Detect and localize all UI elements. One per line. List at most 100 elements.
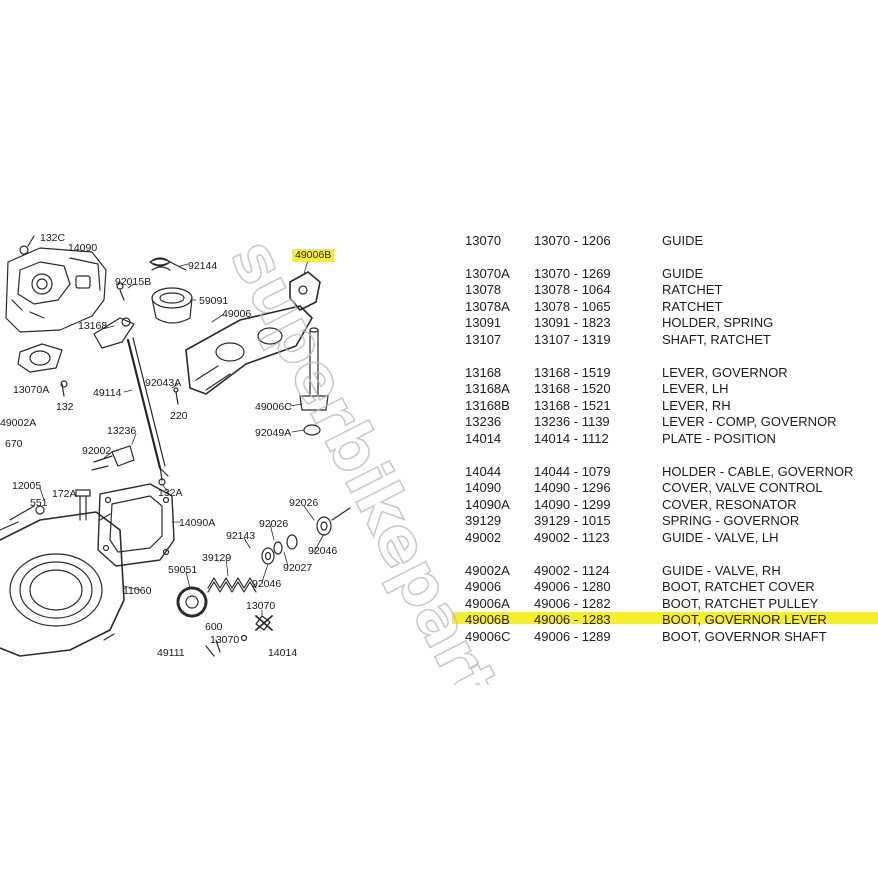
callout-39129: 39129 xyxy=(202,552,232,564)
callout-14090a: 14090A xyxy=(179,517,216,529)
callout-670: 670 xyxy=(5,438,23,450)
callout-220: 220 xyxy=(170,410,188,422)
parts-group: 49002A 49002 - 1124 GUIDE - VALVE, RH 49006… xyxy=(452,562,878,646)
part-number: 49006 - 1283 xyxy=(534,612,611,628)
part-description: COVER, RESONATOR xyxy=(662,496,797,512)
part-description: GUIDE - VALVE, LH xyxy=(662,529,779,545)
callout-13070: 13070 xyxy=(210,634,240,646)
boot-governor-lever xyxy=(289,271,321,311)
part-description: RATCHET xyxy=(662,298,723,314)
part-number: 13078 - 1064 xyxy=(534,282,611,298)
part-description: HOLDER - CABLE, GOVERNOR xyxy=(662,463,854,479)
ratchet-cover xyxy=(185,305,313,395)
part-number: 13070 - 1269 xyxy=(534,265,611,281)
callout-92026: 92026 xyxy=(259,518,289,530)
part-description: LEVER - COMP, GOVERNOR xyxy=(662,414,837,430)
part-number: 14014 - 1112 xyxy=(534,430,609,446)
part-description: GUIDE - VALVE, RH xyxy=(662,562,781,578)
part-description: BOOT, GOVERNOR LEVER xyxy=(662,612,827,628)
part-description: BOOT, RATCHET COVER xyxy=(662,579,815,595)
callout-13236: 13236 xyxy=(107,425,137,437)
ref-number: 14044 xyxy=(465,463,502,479)
part-description: GUIDE xyxy=(662,265,704,281)
part-description: BOOT, RATCHET PULLEY xyxy=(662,595,819,611)
part-number: 13168 - 1519 xyxy=(534,364,611,380)
callout-12005: 12005 xyxy=(12,480,42,492)
ref-number: 49006B xyxy=(465,612,510,628)
cylinder-block xyxy=(0,505,125,657)
part-description: SPRING - GOVERNOR xyxy=(662,513,800,529)
callout-14014: 14014 xyxy=(268,647,298,659)
callout-49006: 49006 xyxy=(222,308,252,320)
gasket-plate xyxy=(17,343,68,397)
ref-number: 49002 xyxy=(465,529,502,545)
part-number: 14090 - 1299 xyxy=(534,496,611,512)
part-number: 13078 - 1065 xyxy=(534,298,611,314)
part-description: LEVER, GOVERNOR xyxy=(662,364,788,380)
ref-number: 13078A xyxy=(465,298,510,314)
part-description: COVER, VALVE CONTROL xyxy=(662,480,823,496)
part-description: LEVER, RH xyxy=(662,397,731,413)
ref-number: 49002A xyxy=(465,562,510,578)
lever-comp-governor xyxy=(91,445,166,486)
cylinder-head-housing xyxy=(5,235,107,333)
part-number: 14090 - 1296 xyxy=(534,480,611,496)
callout-49006c: 49006C xyxy=(255,401,292,413)
highlighted-part-row: 49006B 49006 - 1283 BOOT, GOVERNOR LEVER xyxy=(452,612,878,629)
ref-number: 13168A xyxy=(465,381,510,397)
callout-92046: 92046 xyxy=(252,578,282,590)
callout-13070a: 13070A xyxy=(13,384,50,396)
part-row: 13168A 13168 - 1520 LEVER, LH xyxy=(452,381,872,398)
callout-92015b: 92015B xyxy=(115,276,152,288)
callout-92026: 92026 xyxy=(289,497,319,509)
part-description: LEVER, LH xyxy=(662,381,729,397)
part-number: 13168 - 1520 xyxy=(534,381,611,397)
callout-49002a: 49002A xyxy=(0,417,37,429)
boot-governor-shaft xyxy=(299,327,329,436)
callout-49114: 49114 xyxy=(93,387,122,399)
ref-number: 14090 xyxy=(465,480,502,496)
part-row: 13078 13078 - 1064 RATCHET xyxy=(452,282,872,299)
part-number: 49006 - 1289 xyxy=(534,628,611,644)
ref-number: 14014 xyxy=(465,430,502,446)
part-number: 13168 - 1521 xyxy=(534,397,611,413)
callout-92002: 92002 xyxy=(82,445,112,457)
part-number: 39129 - 1015 xyxy=(534,513,611,529)
callout-132a: 132A xyxy=(158,487,183,499)
ref-number: 13070A xyxy=(465,265,510,281)
governor-lever xyxy=(93,282,135,349)
part-row: 39129 39129 - 1015 SPRING - GOVERNOR xyxy=(452,513,872,530)
part-row: 13078A 13078 - 1065 RATCHET xyxy=(452,299,872,316)
ref-number: 13236 xyxy=(465,414,502,430)
callout-92043a: 92043A xyxy=(145,377,182,389)
exploded-parts-diagram xyxy=(0,225,455,675)
callout-59091: 59091 xyxy=(199,295,229,307)
ref-number: 13078 xyxy=(465,282,502,298)
part-number: 49002 - 1124 xyxy=(534,562,610,578)
ref-number: 39129 xyxy=(465,513,502,529)
callout-11060: 11060 xyxy=(123,585,152,597)
callout-132c: 132C xyxy=(40,232,66,244)
callout-92144: 92144 xyxy=(188,260,218,272)
ref-number: 49006A xyxy=(465,595,510,611)
part-number: 13107 - 1319 xyxy=(534,331,611,347)
guide-13070 xyxy=(205,615,273,657)
governor-shaft xyxy=(126,337,169,477)
part-description: HOLDER, SPRING xyxy=(662,315,774,331)
diagram-drawing xyxy=(0,235,351,657)
part-description: RATCHET xyxy=(662,282,723,298)
callout-59051: 59051 xyxy=(168,564,198,576)
callout-13168: 13168 xyxy=(78,320,108,332)
callout-132: 132 xyxy=(56,401,74,413)
part-description: GUIDE xyxy=(662,233,704,248)
part-description: SHAFT, RATCHET xyxy=(662,331,771,347)
